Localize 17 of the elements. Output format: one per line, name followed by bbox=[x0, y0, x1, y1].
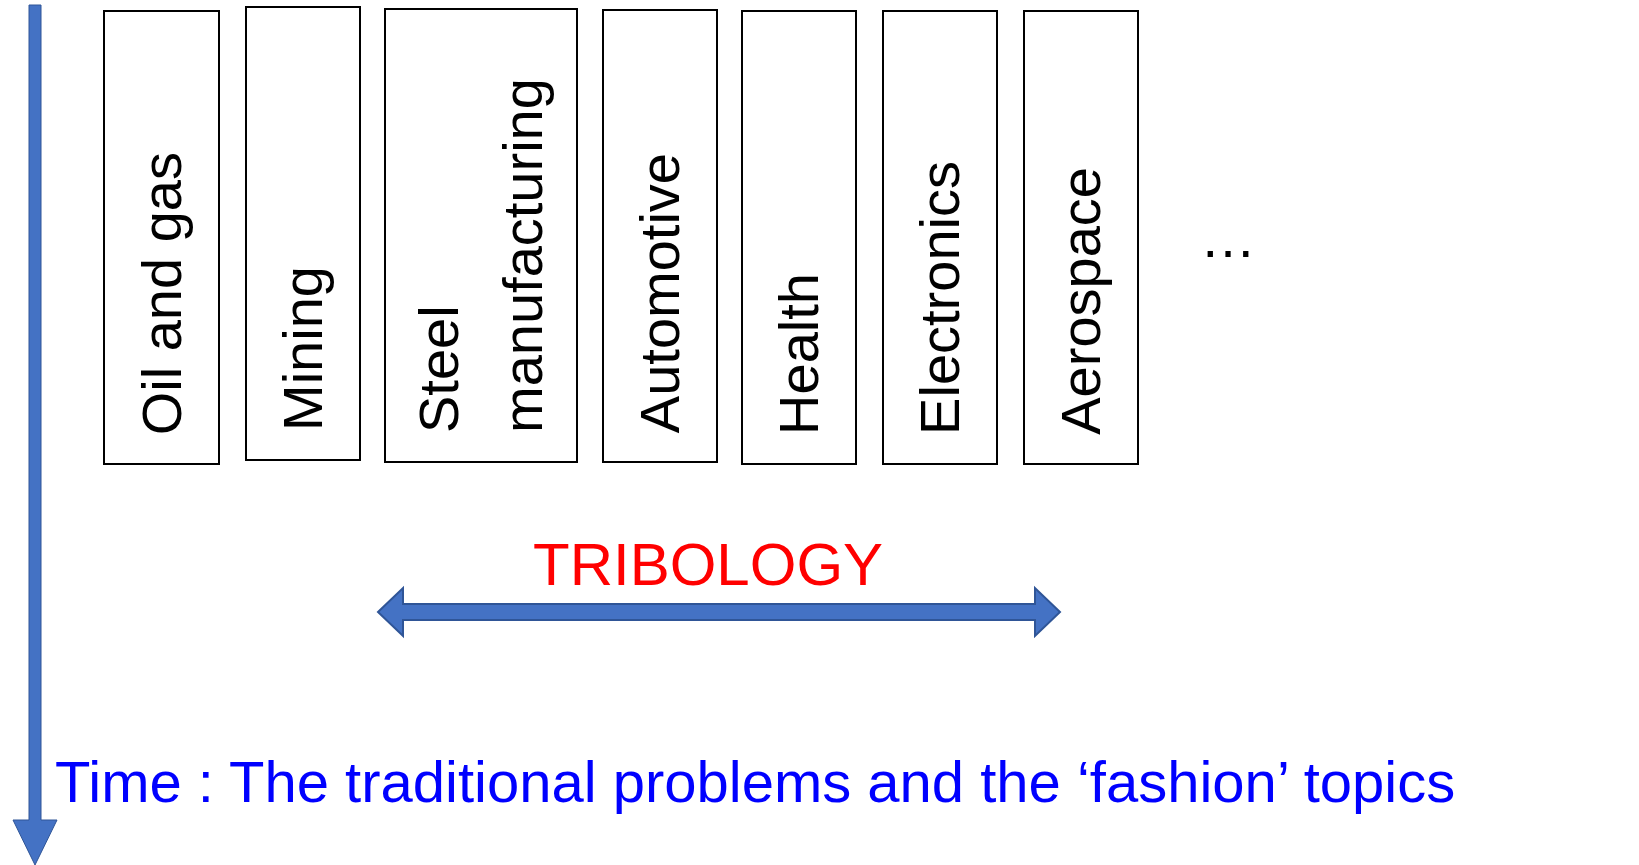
sector-box bbox=[384, 8, 578, 463]
sector-label: Health bbox=[766, 273, 831, 435]
sector-label: Oil and gas bbox=[128, 151, 194, 435]
sector-box bbox=[741, 10, 857, 465]
sector-box bbox=[602, 9, 718, 463]
sector-box bbox=[882, 10, 998, 465]
time-axis-label: Time : The traditional problems and the ‘fashion’ topics bbox=[55, 748, 1456, 815]
sector-box bbox=[103, 10, 220, 465]
sector-label: Electronics bbox=[907, 161, 972, 435]
sector-label: Mining bbox=[270, 266, 335, 431]
sector-label: Aerospace bbox=[1048, 167, 1113, 435]
sector-box bbox=[245, 6, 361, 461]
sector-label: Steel manufacturing bbox=[406, 77, 555, 433]
ellipsis-text: … bbox=[1200, 205, 1256, 270]
sector-box bbox=[1023, 10, 1139, 465]
sector-label: Automotive bbox=[627, 152, 692, 433]
topic-title: TRIBOLOGY bbox=[533, 530, 884, 599]
